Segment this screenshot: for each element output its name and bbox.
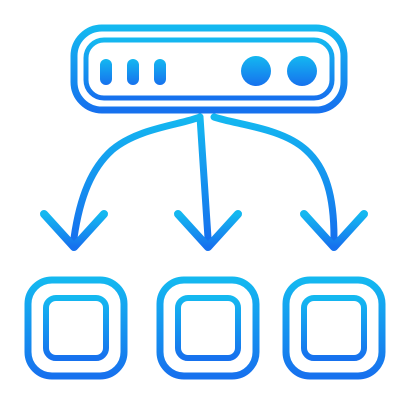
node-middle-inner bbox=[175, 295, 241, 361]
server-status-light-1 bbox=[241, 56, 271, 86]
node-middle-outer bbox=[156, 276, 260, 380]
server-slot-2 bbox=[127, 59, 139, 85]
server-outer-frame bbox=[70, 24, 348, 114]
server-slot-3 bbox=[154, 59, 166, 85]
target-node-left bbox=[24, 276, 128, 380]
node-left-inner bbox=[43, 295, 109, 361]
server-icon bbox=[70, 24, 348, 114]
distribution-arrows bbox=[40, 113, 368, 251]
server-inner-frame bbox=[83, 37, 335, 101]
server-indicators bbox=[100, 56, 317, 86]
target-node-middle bbox=[156, 276, 260, 380]
arrow-shaft-middle bbox=[196, 113, 212, 242]
server-slot-1 bbox=[100, 59, 112, 85]
node-right-outer bbox=[282, 276, 386, 380]
arrow-head-middle bbox=[174, 210, 242, 251]
arrow-shaft-right bbox=[210, 113, 338, 242]
node-left-outer bbox=[24, 276, 128, 380]
arrow-head-right bbox=[300, 210, 368, 251]
arrow-shaft-left bbox=[70, 113, 204, 242]
arrow-head-left bbox=[40, 210, 108, 251]
server-status-light-2 bbox=[287, 56, 317, 86]
target-node-right bbox=[282, 276, 386, 380]
node-right-inner bbox=[301, 295, 367, 361]
